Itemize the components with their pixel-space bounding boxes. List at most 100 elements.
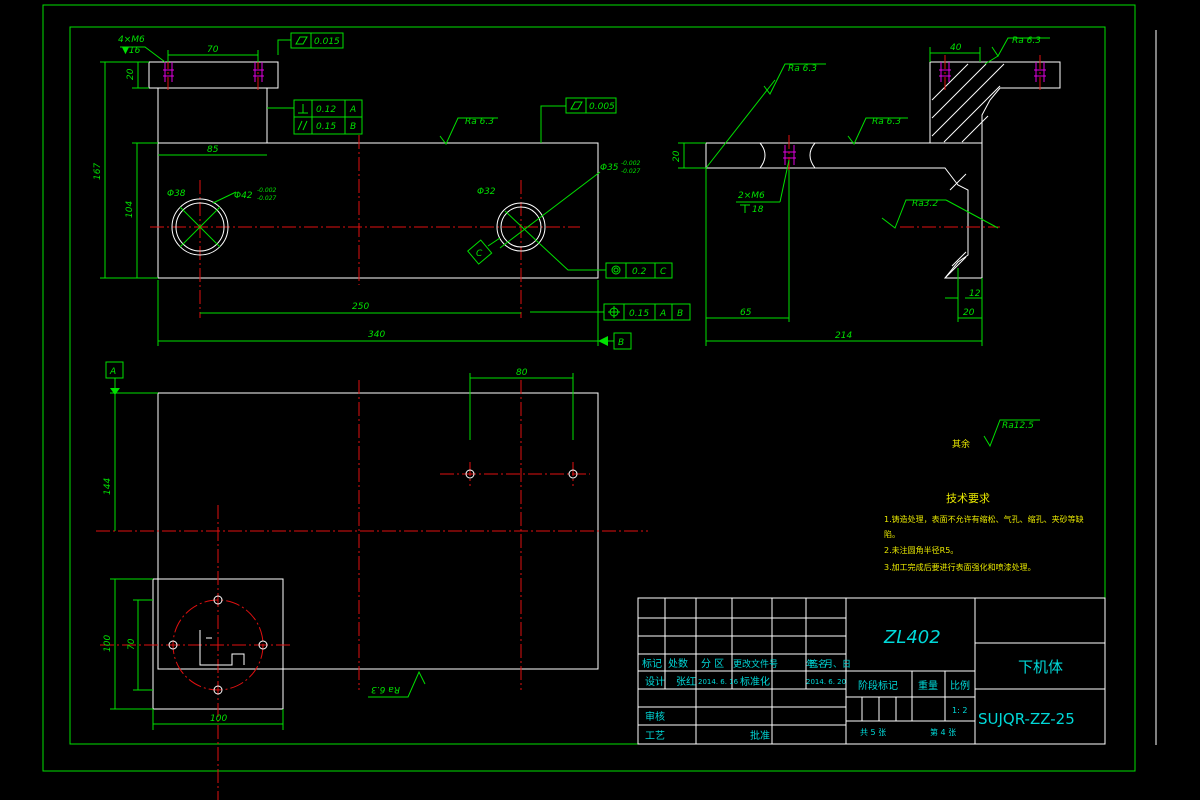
dim-167: 167 bbox=[93, 163, 103, 180]
plan-hole-left bbox=[465, 469, 475, 479]
datum-a-label: A bbox=[109, 367, 116, 377]
side-section-view bbox=[705, 55, 1061, 279]
hole-35-tol-lower: -0.027 bbox=[621, 168, 641, 175]
header-zone: 分 区 bbox=[701, 658, 724, 670]
row-design: 设计 bbox=[645, 675, 665, 688]
right-bore-inner bbox=[500, 206, 542, 248]
dim-144: 144 bbox=[103, 478, 113, 495]
row-process: 工艺 bbox=[645, 730, 665, 742]
dim-20-side: 20 bbox=[672, 150, 682, 162]
rest-label: 其余 bbox=[952, 438, 970, 450]
design-date: 2014. 6. 16 bbox=[698, 678, 739, 686]
dim-40: 40 bbox=[950, 43, 962, 53]
note-line-3: 3.加工完成后要进行表面强化和喷漆处理。 bbox=[884, 562, 1036, 572]
header-doc: 更改文件号 bbox=[733, 658, 778, 670]
dim-20-step: 20 bbox=[963, 308, 975, 318]
row-standard: 标准化 bbox=[740, 675, 770, 688]
designer-name: 张红 bbox=[676, 675, 696, 688]
bolt-hole-left bbox=[168, 640, 178, 650]
pos-value: 0.15 bbox=[629, 309, 649, 319]
sheet-number: 第 4 张 bbox=[930, 727, 956, 737]
flatness-top-value: 0.015 bbox=[314, 37, 340, 47]
header-scale: 比例 bbox=[950, 679, 970, 692]
section-hatch bbox=[931, 63, 1005, 279]
ra-side-3: Ra 6.3 bbox=[872, 117, 901, 127]
plan-hole-right bbox=[568, 469, 578, 479]
ra-side-1: Ra 6.3 bbox=[1012, 36, 1041, 46]
dim-20-lug: 20 bbox=[126, 68, 136, 80]
dim-250: 250 bbox=[352, 302, 369, 312]
part-name: 下机体 bbox=[1018, 658, 1063, 676]
datum-b-label: B bbox=[618, 338, 624, 348]
hole-42-tol-lower: -0.027 bbox=[257, 195, 277, 202]
ra-side-4: Ra3.2 bbox=[912, 199, 938, 209]
hole-32-label: Φ32 bbox=[477, 187, 496, 197]
standard-date: 2014. 6. 20 bbox=[806, 678, 846, 686]
plan-view-dimensions: 80 144 100 70 100 Ra 6.3 bbox=[103, 368, 574, 730]
bolt-hole-right bbox=[258, 640, 268, 650]
material-label: ZL402 bbox=[883, 627, 941, 648]
inner-drawing-frame bbox=[69, 26, 1106, 745]
row-review: 审核 bbox=[645, 710, 665, 723]
left-bore-inner bbox=[175, 202, 225, 252]
dim-214: 214 bbox=[835, 331, 852, 341]
dim-340: 340 bbox=[368, 330, 385, 340]
dim-100-vertical: 100 bbox=[103, 635, 113, 652]
datum-c-label: C bbox=[476, 249, 483, 259]
left-bore-outer bbox=[171, 198, 229, 256]
perp-value: 0.12 bbox=[316, 105, 336, 115]
ra-side-2: Ra 6.3 bbox=[788, 64, 817, 74]
sheets-total: 共 5 张 bbox=[860, 728, 886, 737]
hole-42-label: Φ42 bbox=[234, 191, 253, 201]
header-mark: 标记 bbox=[642, 658, 662, 670]
header-sign: 签名 bbox=[809, 658, 827, 670]
header-count: 处数 bbox=[668, 657, 688, 670]
thread-side-callout: 2×M6 bbox=[738, 191, 765, 201]
header-stage: 阶段标记 bbox=[858, 679, 898, 692]
note-line-2: 2.未注圆角半径R5。 bbox=[884, 545, 958, 555]
bolt-hole-bottom bbox=[213, 685, 223, 695]
thread-side-depth: 18 bbox=[752, 205, 764, 215]
side-view-outline bbox=[705, 61, 1061, 279]
dim-70: 70 bbox=[207, 45, 219, 55]
dim-12: 12 bbox=[969, 289, 981, 299]
row-approve: 批准 bbox=[750, 729, 770, 742]
conc-datum: C bbox=[660, 267, 667, 277]
header-weight: 重量 bbox=[918, 679, 938, 692]
outer-sheet-border bbox=[42, 4, 1136, 772]
ra-top-label: Ra 6.3 bbox=[465, 117, 494, 127]
hole-35-label: Φ35 bbox=[600, 163, 619, 173]
right-bore-outer bbox=[496, 202, 546, 252]
par-datum: B bbox=[350, 122, 356, 132]
scale-value: 1: 2 bbox=[952, 706, 967, 715]
dim-100-horizontal: 100 bbox=[210, 714, 227, 724]
drawing-number: SUJQR-ZZ-25 bbox=[978, 710, 1075, 728]
plan-view bbox=[96, 380, 648, 800]
dim-65: 65 bbox=[740, 308, 752, 318]
front-view-body bbox=[157, 142, 599, 279]
thread-depth-callout: ▼16 bbox=[122, 46, 141, 56]
pos-datum-a: A bbox=[659, 309, 666, 319]
ra-bottom-label: Ra 6.3 bbox=[371, 684, 400, 694]
conc-value: 0.2 bbox=[632, 267, 647, 277]
pos-datum-b: B bbox=[677, 309, 683, 319]
technical-notes: 其余 Ra12.5 技术要求 1.铸造处理，表面不允许有缩松、气孔、缩孔、夹砂等… bbox=[884, 419, 1084, 572]
tolerance-frames: 0.015 0.12 A 0.15 B 0.005 0.2 C 0 bbox=[105, 32, 691, 395]
header-date-label: 年、月、日 bbox=[806, 658, 851, 670]
perp-datum: A bbox=[349, 105, 356, 115]
bolt-hole-top bbox=[213, 595, 223, 605]
hole-35-tol-upper: -0.002 bbox=[621, 160, 641, 167]
side-view-dimensions: 40 Ra 6.3 Ra 6.3 Ra 6.3 Ra3.2 20 2×M6 18… bbox=[672, 36, 1050, 346]
note-line-1: 1.铸造处理，表面不允许有缩松、气孔、缩孔、夹砂等缺 bbox=[884, 514, 1084, 524]
rest-ra: Ra12.5 bbox=[1002, 421, 1034, 431]
front-view-lug bbox=[148, 61, 279, 89]
dim-85: 85 bbox=[207, 145, 219, 155]
lug-thread-holes bbox=[163, 55, 264, 90]
hole-38-label: Φ38 bbox=[167, 189, 186, 199]
hole-42-tol-upper: -0.002 bbox=[257, 187, 277, 194]
front-view-dimensions: 4×M6 ▼16 70 20 167 104 85 250 340 Φ38 Φ4… bbox=[93, 35, 641, 346]
flatness-right-value: 0.005 bbox=[589, 102, 615, 112]
dim-70-vertical: 70 bbox=[127, 638, 137, 650]
dim-104: 104 bbox=[125, 201, 135, 218]
